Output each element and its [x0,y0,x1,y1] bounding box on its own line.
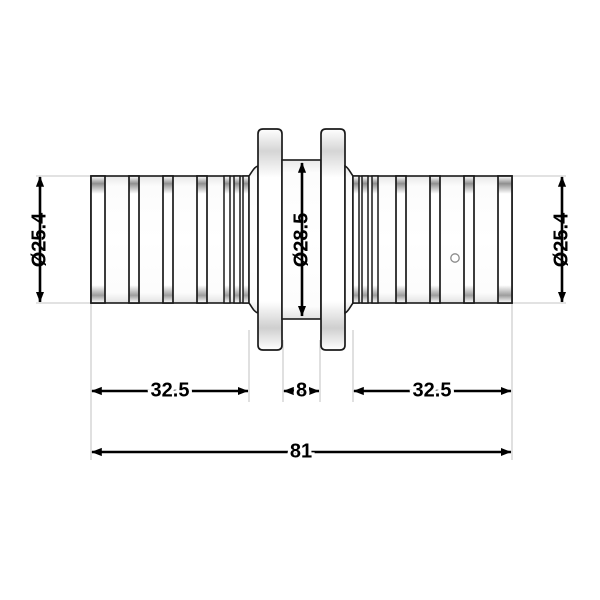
dimension-left-length: 32.5 [91,376,249,404]
left-barb-rib-narrow [242,175,250,304]
dim-label-center-diameter: Ø28.5 [290,213,312,267]
left-barb [90,175,250,304]
right-transition [344,164,354,315]
left-barb-rib-narrow [233,175,241,304]
left-barb-end-cap [90,175,106,304]
dim-label-left-length: 32.5 [151,379,190,401]
left-barb-rib-narrow [223,175,231,304]
right-collar [320,128,346,351]
bore-mark-icon [450,253,460,263]
right-barb-rib-narrow [371,175,379,304]
dimension-right-length: 32.5 [353,376,512,404]
dim-label-center-length: 8 [296,379,307,401]
dim-label-left-diameter: Ø25.4 [28,212,50,267]
right-barb-rib-narrow [361,175,369,304]
right-barb-rib [429,175,441,304]
right-barb [352,175,513,304]
dim-label-overall-length: 81 [290,440,312,462]
dimension-overall-length: 81 [91,437,512,465]
dim-label-right-diameter: Ø25.4 [550,212,572,267]
right-barb-rib-narrow [352,175,360,304]
right-barb-end-cap [497,175,513,304]
left-collar [257,128,283,351]
dim-label-right-length: 32.5 [413,379,452,401]
right-barb-rib [463,175,475,304]
left-barb-rib [128,175,140,304]
dimension-right-diameter: Ø25.4 [550,176,572,303]
left-barb-rib [196,175,208,304]
dimension-center-length: 8 [283,376,320,404]
extension-lines [36,175,566,460]
left-barb-rib [162,175,174,304]
left-transition [248,164,259,315]
coupler-part [90,128,513,351]
right-barb-rib [395,175,407,304]
dimension-left-diameter: Ø25.4 [28,176,50,303]
dimension-center-diameter: Ø28.5 [290,162,312,317]
